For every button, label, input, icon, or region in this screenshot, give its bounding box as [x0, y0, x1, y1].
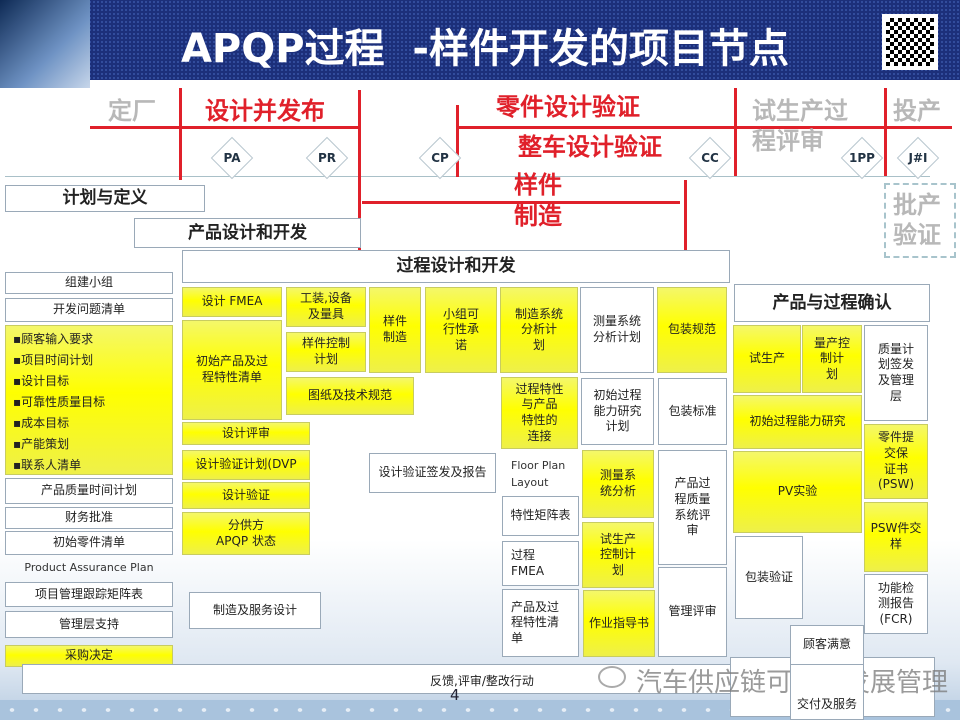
arrow-touchan: [887, 126, 952, 129]
fcr-box: 功能检 测报告 (FCR): [864, 574, 928, 634]
mfg-service-box: 制造及服务设计: [189, 592, 321, 629]
work-instruction-box: 作业指导书: [583, 590, 655, 657]
stage-plan: 计划与定义: [5, 185, 205, 212]
arrow-sheji: [182, 126, 358, 129]
list-item: ▪成本目标: [13, 416, 70, 430]
list-item: ▪顾客输入要求: [13, 332, 94, 346]
milestone-line: [179, 88, 182, 180]
proto-cp-box: 样件控制 计划: [286, 332, 366, 372]
timeplan-box: 产品质量时间计划: [5, 478, 173, 504]
phase-lingjian: 零件设计验证: [496, 93, 640, 121]
cap-plan-box: 初始过程 能力研究 计划: [581, 378, 654, 445]
header-banner: [0, 0, 960, 80]
feedback-label: 反馈,评审/整改行动: [430, 674, 534, 688]
inputs-box: [5, 325, 173, 475]
proto-box: 样件 制造: [369, 287, 421, 373]
drawing-box: 图纸及技术规范: [286, 377, 414, 415]
stage-validation: 产品与过程确认: [734, 284, 930, 322]
timeline-axis: [5, 176, 930, 177]
issues-box: 开发问题清单: [5, 298, 173, 322]
milestone-line: [734, 88, 737, 176]
pack-spec-box: 包装规范: [657, 287, 727, 373]
list-item: ▪可靠性质量目标: [13, 395, 106, 409]
link-box: 过程特性 与产品 特性的 连接: [501, 377, 578, 449]
arrow-yangjian: [362, 201, 680, 204]
delivery-box: 交付及服务: [790, 665, 864, 720]
milestone-jpi: J#I: [908, 151, 928, 165]
dfmea-box: 设计 FMEA: [182, 287, 282, 317]
floor-plan-label: Floor Plan Layout: [511, 459, 566, 489]
msa-box: 测量系 统分析: [582, 450, 654, 518]
milestone-cp: CP: [431, 151, 449, 165]
prod-cp-box: 量产控 制计 划: [802, 325, 862, 393]
pilot-cp-box: 试生产 控制计 划: [582, 522, 654, 588]
team-box: 组建小组: [5, 272, 173, 294]
quality-plan-box: 质量计 划签发 及管理 层: [864, 325, 928, 421]
milestone-line: [684, 180, 687, 260]
phase-sheji: 设计并发布: [205, 97, 325, 125]
matrix-box: 项目管理跟踪矩阵表: [5, 582, 173, 607]
psw-box: 零件提 交保 证书 (PSW): [864, 424, 928, 499]
phase-touchan: 投产: [893, 97, 941, 125]
initial-list-box: 初始产品及过 程特性清单: [182, 320, 282, 420]
phase-dingchang: 定厂: [108, 97, 156, 125]
qsr-box: 产品过 程质量 系统评 审: [658, 450, 727, 565]
list-item: ▪设计目标: [13, 374, 70, 388]
mgmt-review-box: 管理评审: [658, 567, 727, 657]
pv-test-box: PV实验: [733, 451, 862, 533]
bottom-dots: [0, 700, 960, 720]
parts-box: 初始零件清单: [5, 531, 173, 555]
stage-process: 过程设计和开发: [182, 250, 730, 283]
phase-yangjian: 样件 制造: [514, 171, 562, 231]
milestone-line: [456, 105, 459, 177]
page-title: APQP过程 -样件开发的项目节点: [180, 26, 790, 72]
milestone-line: [358, 90, 361, 270]
phase-zhengche: 整车设计验证: [518, 133, 662, 161]
char-list-box: 产品及过 程特性清 单: [502, 589, 579, 657]
pichan-box: [884, 183, 956, 258]
char-matrix-box: 特性矩阵表: [502, 496, 579, 536]
dvp-box: 设计验证计划(DVP: [182, 450, 310, 480]
milestone-pr: PR: [317, 151, 337, 165]
mgmt-box: 管理层支持: [5, 611, 173, 638]
design-review-box: 设计评审: [182, 422, 310, 445]
stage-product: 产品设计和开发: [134, 218, 361, 248]
list-item: ▪联系人清单: [13, 458, 82, 472]
list-item: ▪产能策划: [13, 437, 70, 451]
supplier-apqp-box: 分供方 APQP 状态: [182, 512, 310, 555]
satisfaction-box: 顾客满意: [790, 625, 864, 665]
initial-cap-box: 初始过程能力研究: [733, 395, 862, 449]
page-number: 4: [450, 686, 460, 704]
design-verify-box: 设计验证: [182, 482, 310, 509]
phase-shisheng: 试生产过 程评审: [752, 97, 848, 155]
milestone-pa: PA: [223, 151, 241, 165]
trial-box: 试生产: [733, 325, 801, 393]
computer-image: [0, 0, 90, 88]
milestone-1pp: 1PP: [849, 151, 875, 165]
finance-box: 财务批准: [5, 507, 173, 529]
signoff-box: 设计验证签发及报告: [369, 453, 496, 493]
inputs-list: ▪顾客输入要求 ▪项目时间计划 ▪设计目标 ▪可靠性质量目标 ▪成本目标 ▪产能…: [5, 325, 173, 475]
pack-validation-box: 包装验证: [735, 536, 803, 619]
pfmea-box: 过程 FMEA: [502, 541, 579, 586]
list-item: ▪项目时间计划: [13, 353, 94, 367]
phase-pichan: 批产 验证: [893, 191, 941, 249]
feasibility-box: 小组可 行性承 诺: [425, 287, 497, 373]
arrow-lingjian: [459, 126, 734, 129]
arrow-dingchang: [90, 126, 180, 129]
pap-label: Product Assurance Plan: [24, 561, 154, 574]
wechat-icon: [598, 666, 626, 688]
milestone-cc: CC: [701, 151, 719, 165]
pack-std-box: 包装标准: [658, 378, 727, 445]
arrow-shisheng: [737, 126, 884, 129]
msa-plan2-box: 测量系统 分析计划: [580, 287, 654, 373]
tooling-box: 工装,设备 及量具: [286, 287, 366, 327]
qr-code-icon: [882, 14, 938, 70]
milestone-line: [884, 88, 887, 176]
psw-sample-box: PSW件交样: [864, 502, 928, 572]
msa-plan-box: 制造系统 分析计 划: [500, 287, 578, 373]
